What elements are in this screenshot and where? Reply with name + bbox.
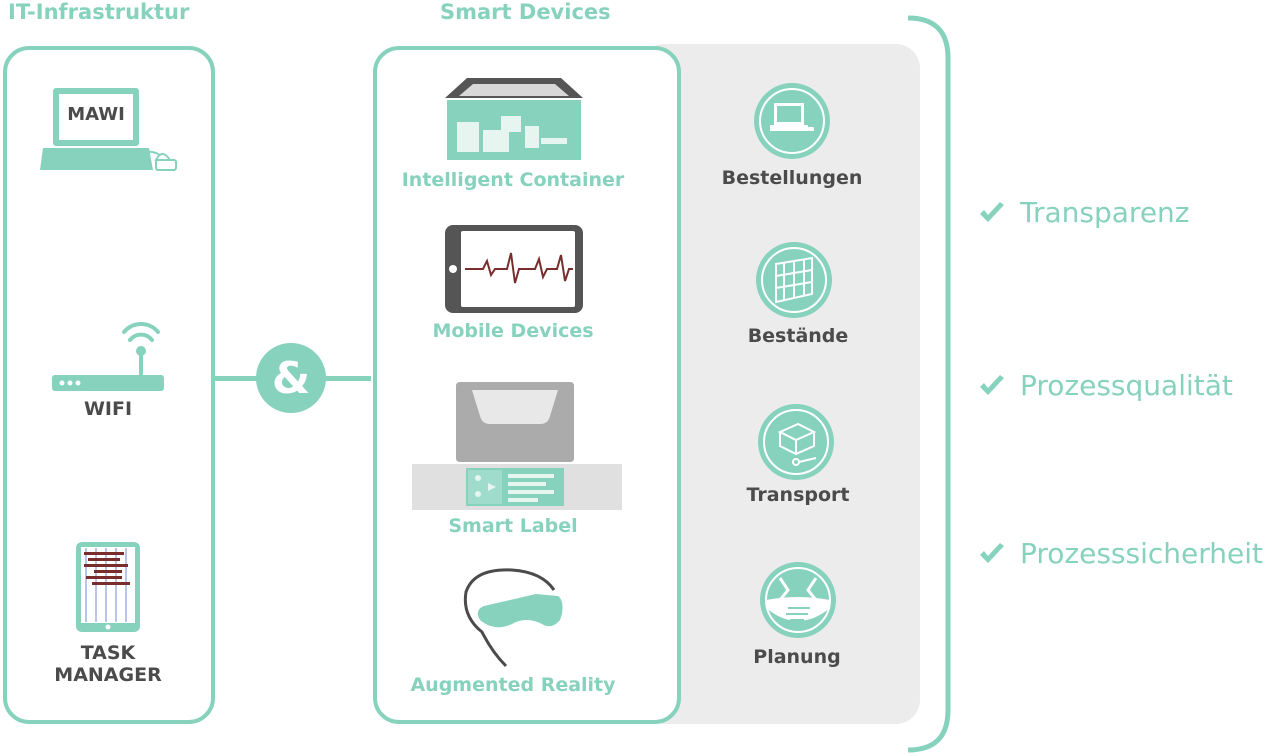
benefit-label: Prozessqualität <box>1020 369 1233 402</box>
checkmark-icon <box>978 374 1006 397</box>
benefit-prozesssicherheit: Prozesssicherheit <box>978 537 1263 570</box>
augmented-reality-label: Augmented Reality <box>410 674 616 696</box>
tablet-icon <box>74 540 142 636</box>
container-icon <box>443 76 585 164</box>
mobile-devices-label: Mobile Devices <box>432 320 594 342</box>
checkmark-icon <box>978 542 1006 565</box>
benefit-prozessqualitaet: Prozessqualität <box>978 369 1233 402</box>
it-infrastructure-heading: IT-Infrastruktur <box>8 0 190 24</box>
bestellungen-label: Bestellungen <box>721 167 863 189</box>
wifi-label: WIFI <box>83 398 133 420</box>
bestaende-label: Bestände <box>747 325 849 347</box>
planung-label: Planung <box>753 646 841 668</box>
planning-circle-icon <box>758 560 838 640</box>
smart-label-label: Smart Label <box>448 515 578 537</box>
smart-devices-heading: Smart Devices <box>440 0 611 24</box>
laptop-screen-label: MAWI <box>67 104 125 125</box>
box-transport-circle-icon <box>756 402 836 482</box>
task-manager-label: TASK MANAGER <box>40 642 176 686</box>
task-manager-label-line1: TASK <box>80 642 136 664</box>
checkmark-icon <box>978 201 1006 224</box>
intelligent-container-label: Intelligent Container <box>401 169 625 191</box>
shelf-circle-icon <box>754 240 834 320</box>
benefit-label: Prozesssicherheit <box>1020 537 1264 570</box>
task-manager-label-line2: MANAGER <box>54 664 162 686</box>
router-icon <box>50 318 166 394</box>
smart-label-icon <box>412 382 622 512</box>
benefit-label: Transparenz <box>1020 196 1190 229</box>
laptop-icon <box>40 86 180 176</box>
bracket-line <box>900 14 960 754</box>
ampersand-badge: & <box>256 343 326 413</box>
vr-headset-icon <box>456 566 568 670</box>
laptop-circle-icon <box>752 81 832 161</box>
benefit-transparenz: Transparenz <box>978 196 1190 229</box>
transport-label: Transport <box>746 484 850 506</box>
tablet-heartbeat-icon <box>443 223 585 315</box>
